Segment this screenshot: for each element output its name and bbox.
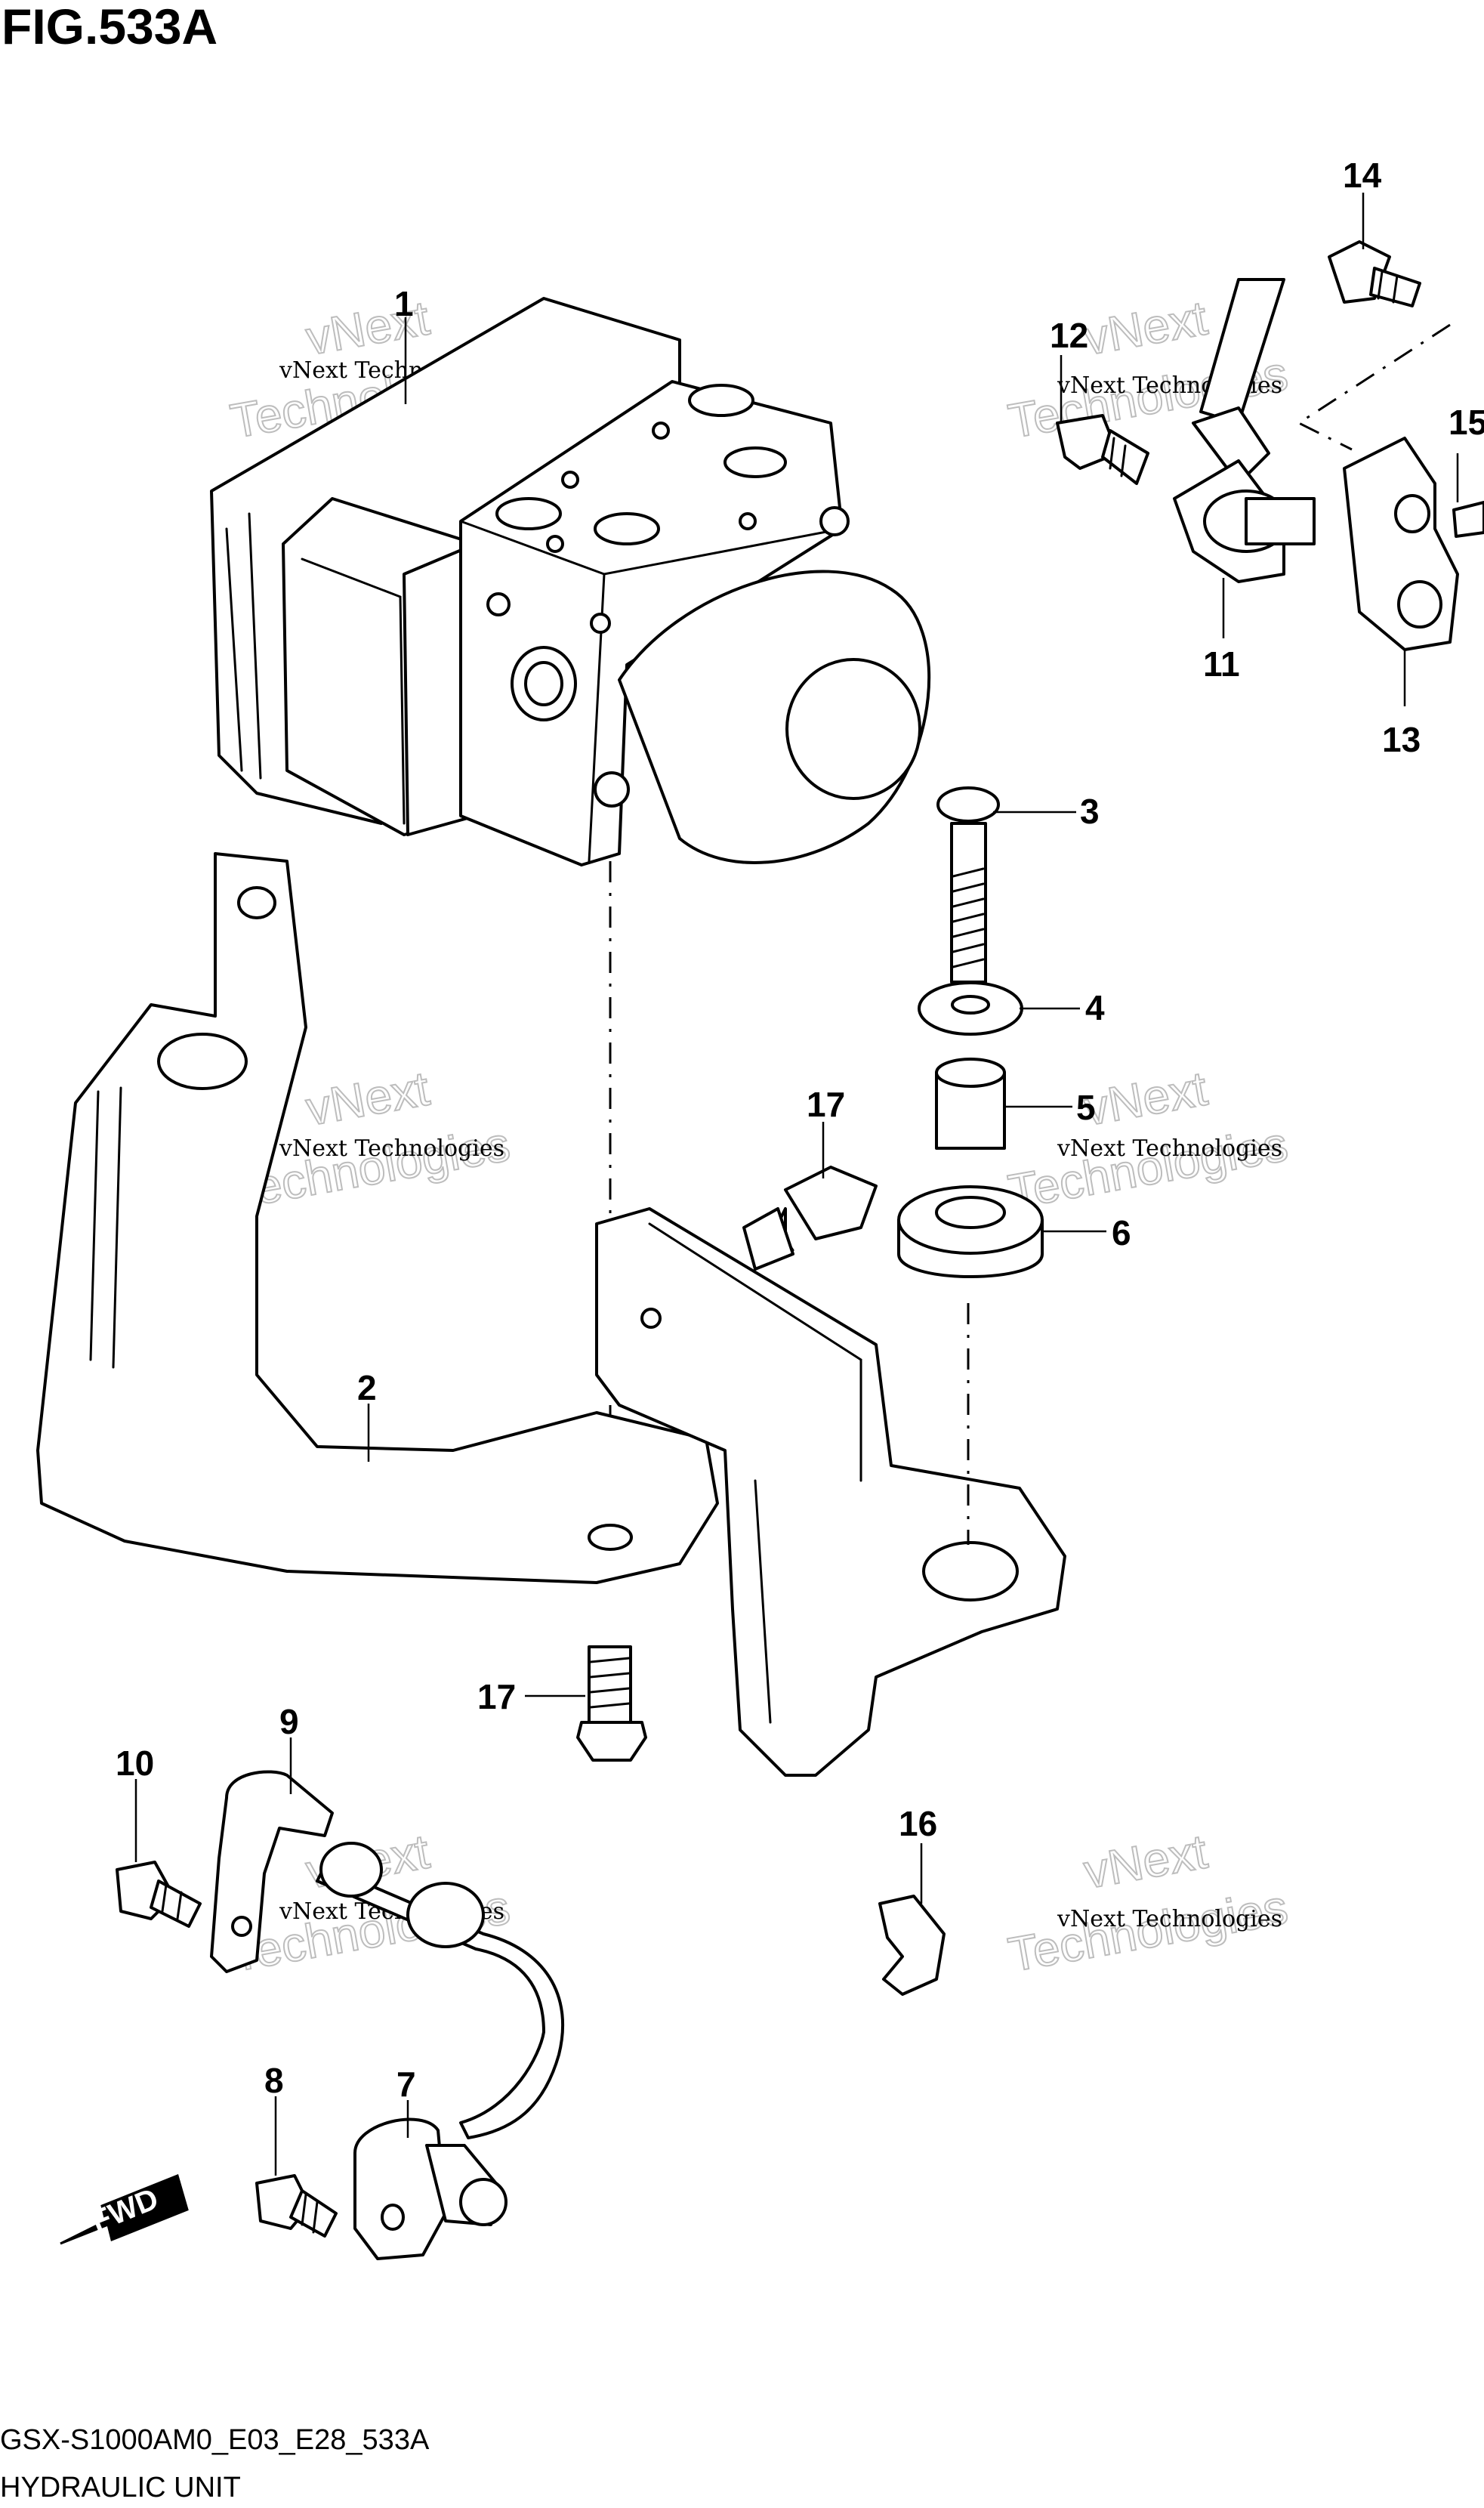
svg-text:vNext: vNext — [1080, 290, 1211, 365]
part-grommet-6 — [897, 1185, 1044, 1278]
callout-17-upper: 17 — [807, 1085, 845, 1124]
part-bolt-17-lower — [576, 1645, 647, 1762]
callout-17-lower: 17 — [477, 1677, 516, 1716]
callout-8: 8 — [264, 2061, 284, 2100]
part-clip-16 — [878, 1895, 946, 1996]
callout-10: 10 — [116, 1744, 154, 1783]
callout-6: 6 — [1112, 1213, 1131, 1252]
callout-15: 15 — [1449, 403, 1484, 442]
svg-text:vNext Technologies: vNext Technologies — [1057, 1906, 1282, 1932]
part-bolt-3 — [936, 786, 1000, 984]
figure-title: FIG.533A — [2, 0, 218, 54]
part-collar-5 — [935, 1058, 1006, 1150]
callout-2: 2 — [357, 1368, 377, 1407]
callout-12: 12 — [1050, 316, 1088, 355]
sensor-axis-line — [1296, 323, 1451, 451]
part-bolt-10 — [116, 1861, 202, 1928]
svg-text:vNext Technologies: vNext Technologies — [1057, 1135, 1282, 1162]
callout-13: 13 — [1382, 720, 1421, 759]
svg-text:vNext: vNext — [1080, 1824, 1211, 1898]
part-sensor-11 — [1173, 278, 1316, 583]
callout-3: 3 — [1080, 792, 1100, 831]
part-bracket — [36, 852, 1066, 1777]
callout-9: 9 — [279, 1702, 299, 1741]
part-bolt-17-upper — [742, 1166, 878, 1271]
part-bolt-12 — [1056, 414, 1149, 485]
svg-text:vNext: vNext — [1080, 1061, 1211, 1135]
svg-text:vNext: vNext — [302, 290, 433, 365]
callout-16: 16 — [899, 1804, 937, 1843]
part-sensor-7 — [316, 1842, 565, 2260]
part-washer-4 — [918, 981, 1023, 1036]
callout-11: 11 — [1203, 644, 1240, 684]
part-clamp-9 — [210, 1770, 334, 1973]
callouts: 1 2 3 4 5 6 7 8 9 10 11 12 13 14 15 16 1… — [116, 156, 1484, 2104]
part-bolt-8 — [255, 2174, 338, 2238]
callout-4: 4 — [1085, 988, 1105, 1027]
model-code: GSX-S1000AM0_E03_E28_533A — [0, 2424, 430, 2456]
svg-text:vNext Technologies: vNext Technologies — [279, 1135, 504, 1162]
svg-text:Technologies: Technologies — [1004, 1117, 1291, 1219]
watermark-4: vNext Technologies vNext Technologies — [1004, 1060, 1292, 1219]
fwd-arrow-icon: FWD — [60, 2173, 189, 2245]
callout-7: 7 — [396, 2065, 416, 2104]
callout-5: 5 — [1076, 1088, 1096, 1127]
watermark-6: vNext Technologies vNext Technologies — [1004, 1823, 1292, 1982]
callout-1: 1 — [394, 284, 414, 323]
callout-14: 14 — [1343, 156, 1382, 195]
svg-text:vNext: vNext — [302, 1061, 433, 1135]
part-bolt-14 — [1328, 240, 1421, 307]
section-name: HYDRAULIC UNIT — [0, 2472, 241, 2503]
part-plate-13 — [1343, 437, 1459, 651]
part-hydraulic-unit — [210, 297, 930, 866]
leader-lines — [134, 193, 1459, 2176]
part-pin-15 — [1452, 501, 1484, 538]
